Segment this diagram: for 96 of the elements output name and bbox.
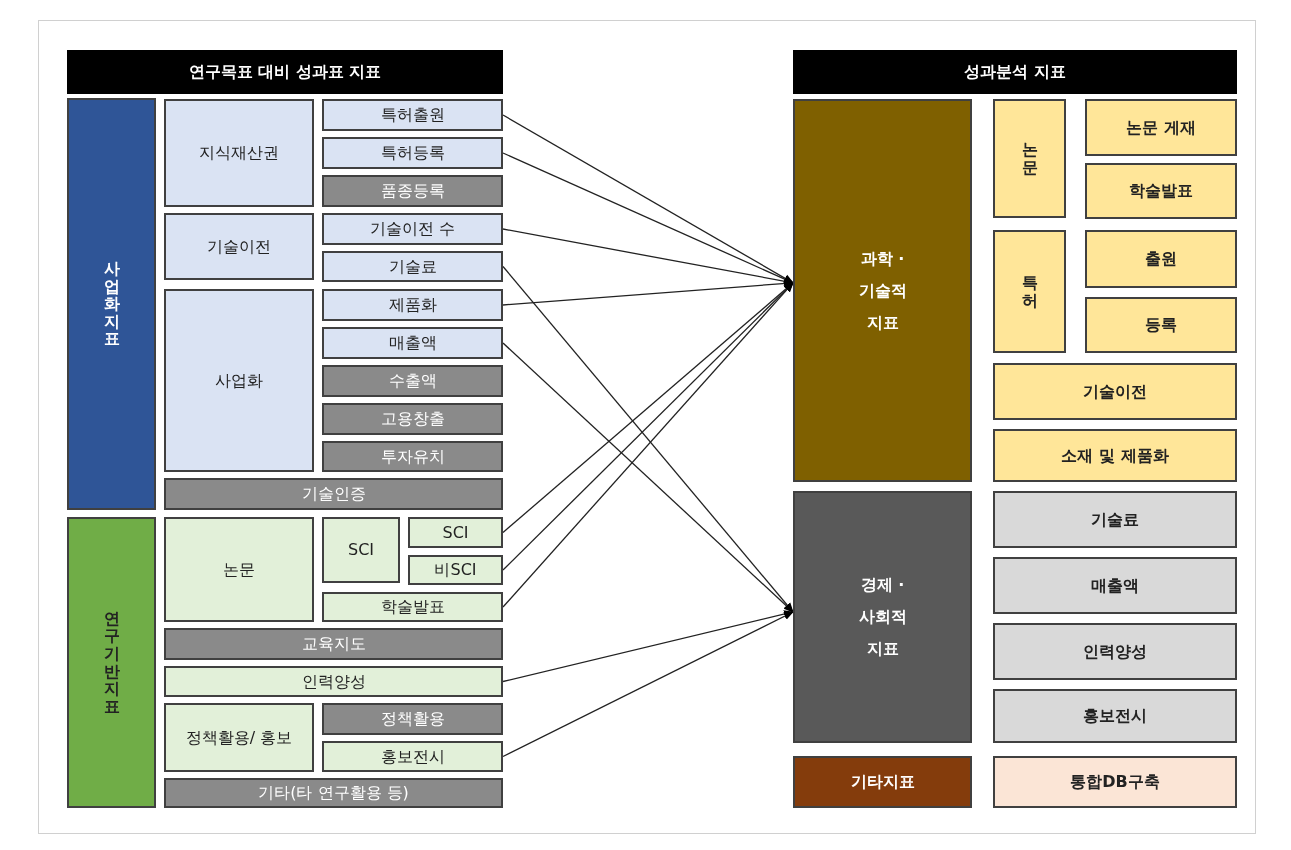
box-label: 기타지표	[850, 772, 915, 792]
indicator-box	[322, 441, 503, 472]
indicator-box	[164, 99, 314, 207]
box-label: 홍보전시	[1083, 706, 1147, 726]
indicator-box	[993, 756, 1237, 808]
box-label: 기술인증	[301, 484, 366, 504]
header-bar	[67, 50, 503, 94]
box-label: SCI	[442, 522, 469, 543]
box-label: 기술이전 수	[369, 219, 456, 239]
box-label: 논문	[1021, 140, 1038, 177]
indicator-box	[993, 689, 1237, 743]
box-label: 논문	[223, 559, 255, 580]
category-column	[67, 98, 156, 510]
box-label: 특허	[1021, 273, 1038, 310]
indicator-box	[993, 491, 1237, 548]
box-label: 사업화 지표	[103, 260, 120, 348]
indicator-box	[993, 557, 1237, 614]
indicator-box	[164, 666, 503, 697]
box-label: 기술이전	[1083, 381, 1147, 402]
indicator-box	[164, 289, 314, 472]
box-label: 경제 · 사회적 지표	[857, 574, 908, 660]
box-label: 학술발표	[380, 597, 445, 617]
indicator-box	[164, 628, 503, 660]
box-label: 연구기반 지표	[103, 609, 120, 716]
indicator-box	[164, 213, 314, 280]
box-label: SCI	[347, 540, 374, 560]
box-label: 인력양성	[301, 671, 366, 692]
indicator-box	[408, 555, 503, 585]
indicator-box	[1085, 99, 1237, 156]
category-box	[793, 756, 972, 808]
category-column	[67, 517, 156, 808]
indicator-box	[1085, 230, 1237, 288]
box-label: 출원	[1145, 249, 1177, 269]
box-label: 소재 및 제품화	[1061, 445, 1169, 466]
indicator-box	[322, 327, 503, 359]
box-label: 비SCI	[434, 560, 477, 580]
box-label: 학술발표	[1129, 181, 1193, 201]
category-column	[793, 99, 972, 482]
indicator-box	[322, 741, 503, 772]
indicator-box	[1085, 297, 1237, 353]
arrow	[502, 114, 794, 284]
box-label: 수출액	[388, 371, 437, 391]
indicator-box	[322, 592, 503, 622]
indicator-box	[322, 251, 503, 282]
indicator-box	[993, 623, 1237, 680]
indicator-box	[993, 429, 1237, 482]
indicator-box	[1085, 163, 1237, 219]
indicator-box	[322, 99, 503, 131]
box-label: 논문 게재	[1126, 117, 1196, 138]
box-label: 지식재산권	[199, 143, 279, 163]
indicator-box	[322, 289, 503, 321]
indicator-box	[993, 363, 1237, 420]
arrow	[502, 279, 794, 306]
box-label: 홍보전시	[380, 746, 445, 767]
box-label: 특허등록	[380, 143, 445, 163]
indicator-box	[164, 478, 503, 510]
indicator-box	[322, 137, 503, 169]
arrow	[502, 152, 794, 284]
indicator-box	[993, 230, 1066, 353]
box-label: 성과분석 지표	[964, 62, 1066, 82]
indicator-box	[408, 517, 503, 548]
arrow	[502, 342, 794, 613]
arrow	[502, 611, 794, 758]
indicator-box	[322, 403, 503, 435]
box-label: 투자유치	[380, 446, 445, 467]
box-label: 통합DB구축	[1070, 772, 1160, 792]
box-label: 기술료	[1091, 509, 1139, 530]
box-label: 고용창출	[380, 409, 445, 429]
box-label: 제품화	[388, 295, 437, 315]
box-label: 연구목표 대비 성과표 지표	[188, 62, 382, 82]
box-label: 매출액	[1091, 575, 1139, 596]
box-label: 기술이전	[207, 236, 271, 257]
indicator-box	[322, 213, 503, 245]
box-label: 정책활용	[380, 709, 445, 729]
category-column	[793, 491, 972, 743]
indicator-box	[164, 778, 503, 808]
box-label: 과학 · 기술적 지표	[857, 247, 908, 334]
indicator-box	[164, 517, 314, 622]
box-label: 사업화	[215, 370, 263, 391]
box-label: 인력양성	[1083, 641, 1147, 662]
box-label: 등록	[1145, 315, 1177, 335]
box-label: 교육지도	[301, 634, 366, 654]
indicator-box	[322, 703, 503, 735]
header-bar	[793, 50, 1237, 94]
box-label: 정책활용/ 홍보	[185, 727, 293, 748]
indicator-box	[164, 703, 314, 772]
box-label: 매출액	[388, 333, 437, 353]
arrow	[502, 610, 794, 683]
box-label: 특허출원	[380, 105, 445, 125]
indicator-box	[322, 175, 503, 207]
box-label: 기타(타 연구활용 등)	[258, 783, 409, 803]
box-label: 기술료	[388, 256, 437, 277]
indicator-box	[993, 99, 1066, 218]
indicator-box	[322, 517, 400, 583]
box-label: 품종등록	[380, 181, 445, 201]
indicator-box	[322, 365, 503, 397]
